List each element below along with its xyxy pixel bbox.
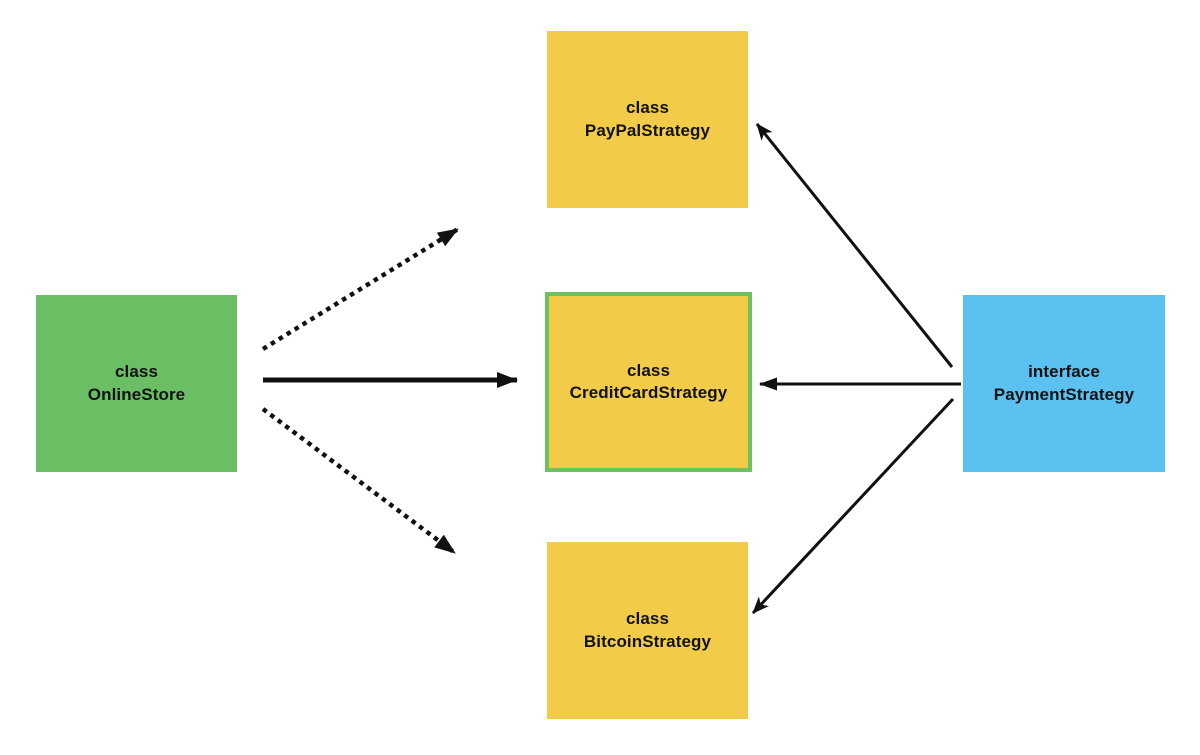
node-paypal-strategy: class PayPalStrategy <box>547 31 748 208</box>
node-online-store: class OnlineStore <box>36 295 237 472</box>
node-name-label: PaymentStrategy <box>993 384 1135 404</box>
arrow-paymentstrategy-to-bitcoinstrategy <box>751 397 955 615</box>
node-kind-label: class <box>625 609 670 629</box>
node-creditcard-strategy-highlighted: class CreditCardStrategy <box>545 292 752 472</box>
node-kind-label: class <box>625 98 670 118</box>
arrow-onlinestore-to-paypalstrategy <box>261 227 460 351</box>
node-name-label: OnlineStore <box>87 384 186 404</box>
node-kind-label: class <box>626 360 671 380</box>
node-name-label: BitcoinStrategy <box>583 631 712 651</box>
node-name-label: PayPalStrategy <box>584 120 711 140</box>
node-name-label: CreditCardStrategy <box>569 383 728 402</box>
arrow-paymentstrategy-to-paypalstrategy <box>755 123 954 368</box>
node-bitcoin-strategy: class BitcoinStrategy <box>547 542 748 719</box>
node-kind-label: interface <box>1028 362 1100 382</box>
node-kind-label: class <box>114 362 159 382</box>
node-payment-strategy-interface: interface PaymentStrategy <box>963 295 1165 472</box>
arrow-onlinestore-to-bitcoinstrategy <box>261 407 457 555</box>
